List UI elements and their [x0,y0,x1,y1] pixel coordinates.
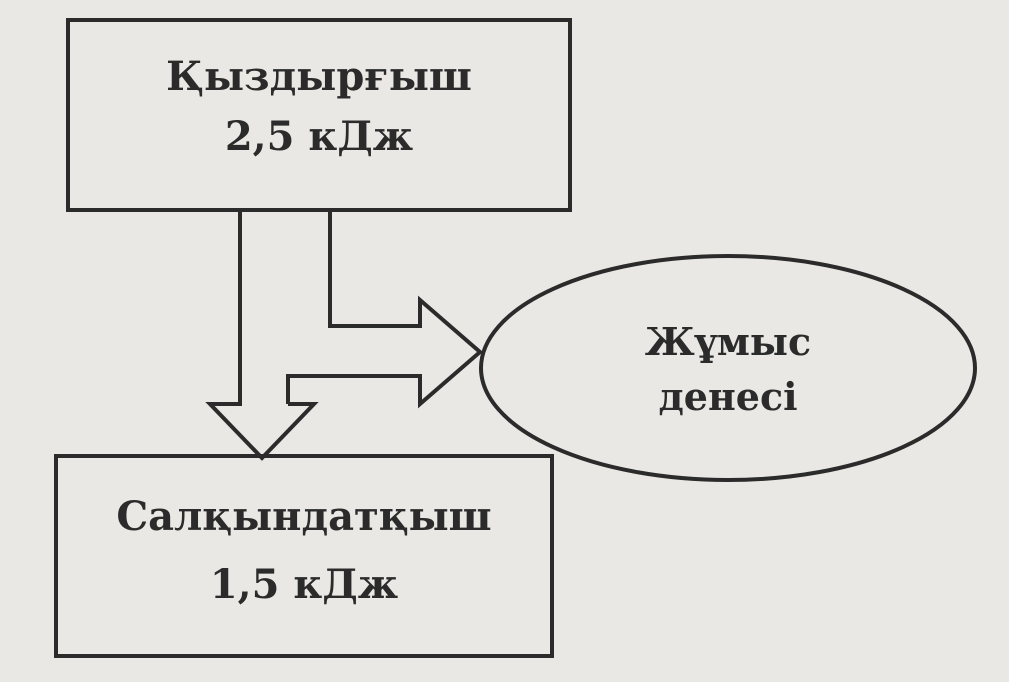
working-body-line2: денесі [658,374,797,419]
heater-name: Қыздырғыш [166,53,472,100]
working-body-ellipse [479,254,977,482]
working-body-line1: Жұмыс [645,319,811,364]
heater-to-cooler-arrow [205,210,319,461]
cooler-box [54,454,554,658]
heater-box [66,18,572,212]
cooler-name: Салқындатқыш [116,493,491,540]
cooler-value: 1,5 кДж [210,561,398,608]
heater-to-working-body-arrow [286,210,484,409]
heater-value: 2,5 кДж [225,113,413,160]
